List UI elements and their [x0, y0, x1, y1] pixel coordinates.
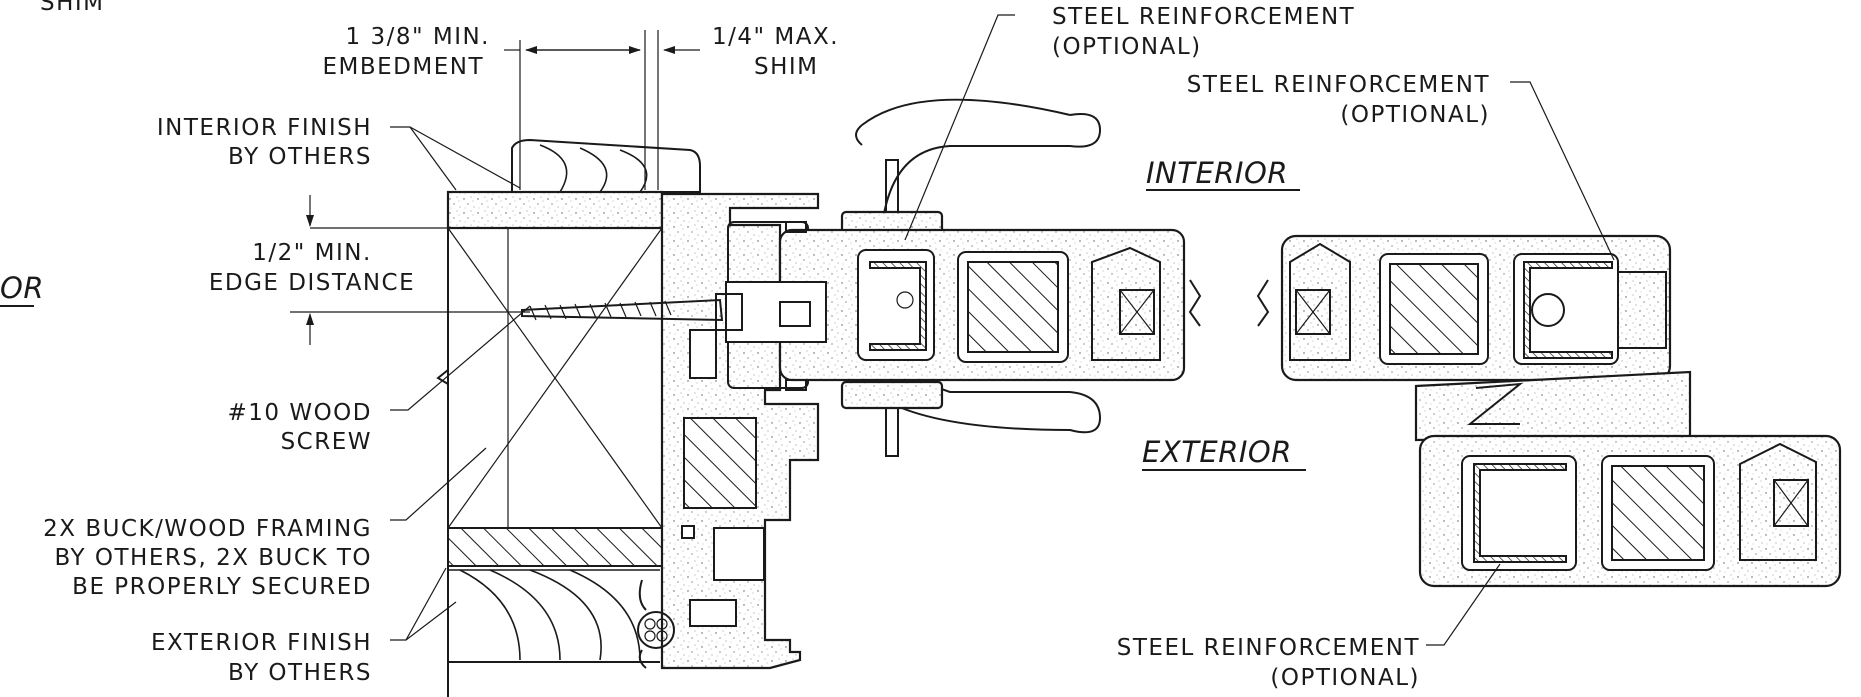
label-exterior: EXTERIOR [1142, 435, 1292, 469]
label-interior-finish-2: BY OTHERS [228, 144, 372, 170]
sash-profile-right [1256, 234, 1692, 442]
label-steel-top-2: (OPTIONAL) [1052, 34, 1202, 60]
label-exterior-finish-1: EXTERIOR FINISH [151, 630, 372, 656]
label-embedment-1: 1 3/8" MIN. [346, 24, 491, 50]
label-wood-screw-2: SCREW [281, 429, 372, 455]
label-buck-1: 2X BUCK/WOOD FRAMING [43, 516, 372, 542]
label-interior: INTERIOR [1146, 156, 1288, 190]
label-left-partial: OR [0, 271, 44, 305]
sash-profile-exterior [1418, 434, 1842, 588]
label-steel-top-1: STEEL REINFORCEMENT [1052, 4, 1355, 30]
label-steel-right-2: (OPTIONAL) [1340, 102, 1490, 128]
dimension-embedment [504, 30, 700, 190]
label-interior-finish-1: INTERIOR FINISH [157, 115, 372, 141]
label-exterior-finish-2: BY OTHERS [228, 660, 372, 686]
label-edge-distance-2: EDGE DISTANCE [209, 270, 415, 296]
labels: SHIM 1 3/8" MIN. EMBEDMENT 1/4" MAX. SHI… [0, 0, 1490, 691]
label-steel-right-1: STEEL REINFORCEMENT [1187, 72, 1490, 98]
wood-screw [521, 293, 743, 331]
sash-profile-left [725, 221, 1202, 391]
label-shim-max-1: 1/4" MAX. [712, 24, 839, 50]
label-embedment-2: EMBEDMENT [322, 54, 484, 80]
dimension-edge-distance [290, 195, 530, 345]
label-buck-2: BY OTHERS, 2X BUCK TO [55, 545, 372, 571]
wall-framing [436, 138, 701, 697]
label-buck-3: BE PROPERLY SECURED [72, 574, 372, 600]
label-edge-distance-1: 1/2" MIN. [252, 240, 372, 266]
label-steel-bottom-2: (OPTIONAL) [1270, 665, 1420, 691]
label-steel-bottom-1: STEEL REINFORCEMENT [1117, 635, 1420, 661]
label-shim-max-2: SHIM [754, 54, 819, 80]
label-shim-partial: SHIM [40, 0, 105, 16]
leader-lines [390, 14, 1615, 646]
label-wood-screw-1: #10 WOOD [227, 400, 372, 426]
